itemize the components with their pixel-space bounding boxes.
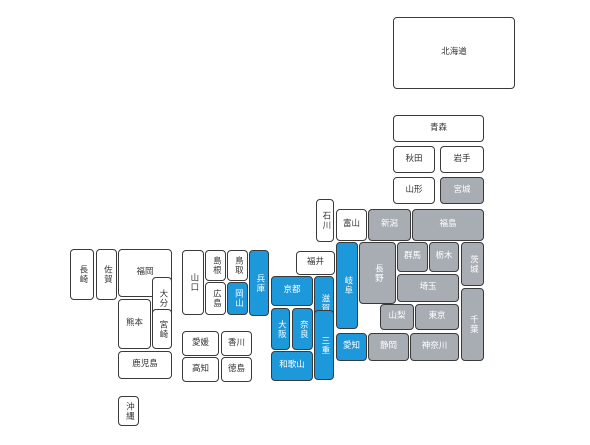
prefecture-iwate[interactable]: 岩手 — [440, 146, 484, 173]
prefecture-nara[interactable]: 奈良 — [292, 308, 313, 350]
prefecture-label: 山形 — [405, 184, 423, 195]
prefecture-label: 宮崎 — [157, 319, 168, 339]
prefecture-osaka[interactable]: 大阪 — [271, 308, 290, 350]
prefecture-miyazaki[interactable]: 宮崎 — [152, 309, 172, 349]
prefecture-nagano[interactable]: 長野 — [359, 242, 396, 304]
prefecture-okayama[interactable]: 岡山 — [227, 282, 248, 315]
prefecture-label: 福井 — [306, 257, 324, 268]
prefecture-label: 北海道 — [441, 47, 467, 58]
prefecture-label: 新潟 — [380, 219, 398, 230]
prefecture-label: 山口 — [188, 273, 199, 292]
prefecture-label: 滋賀 — [319, 293, 330, 313]
prefecture-kagawa[interactable]: 香川 — [221, 331, 252, 356]
prefecture-label: 高知 — [191, 363, 209, 374]
prefecture-label: 長野 — [373, 263, 384, 283]
prefecture-okinawa[interactable]: 沖縄 — [118, 396, 139, 426]
prefecture-niigata[interactable]: 新潟 — [368, 209, 411, 241]
prefecture-label: 大分 — [157, 288, 168, 308]
prefecture-nagasaki[interactable]: 長崎 — [70, 249, 94, 300]
prefecture-label: 岐阜 — [342, 276, 353, 295]
prefecture-label: 岡山 — [233, 289, 244, 308]
prefecture-label: 石川 — [320, 211, 331, 230]
prefecture-saitama[interactable]: 埼玉 — [397, 274, 459, 302]
prefecture-label: 鹿児島 — [132, 359, 158, 370]
prefecture-toyama[interactable]: 富山 — [336, 209, 367, 241]
prefecture-aichi[interactable]: 愛知 — [336, 333, 367, 361]
prefecture-label: 福島 — [439, 219, 457, 230]
prefecture-label: 香川 — [227, 337, 245, 348]
prefecture-label: 栃木 — [435, 251, 453, 262]
prefecture-mie[interactable]: 三重 — [314, 310, 334, 380]
prefecture-tokushima[interactable]: 徳島 — [221, 357, 252, 382]
prefecture-akita[interactable]: 秋田 — [393, 146, 435, 173]
prefecture-label: 熊本 — [125, 318, 143, 329]
prefecture-label: 島根 — [211, 256, 222, 275]
prefecture-yamanashi[interactable]: 山梨 — [380, 304, 414, 330]
prefecture-kyoto[interactable]: 京都 — [271, 276, 313, 306]
prefecture-label: 福岡 — [136, 267, 154, 278]
prefecture-label: 鳥取 — [233, 256, 244, 275]
prefecture-hyogo[interactable]: 兵庫 — [249, 250, 269, 316]
prefecture-label: 佐賀 — [102, 265, 113, 284]
prefecture-tottori[interactable]: 鳥取 — [227, 250, 248, 281]
prefecture-saga[interactable]: 佐賀 — [96, 249, 117, 300]
prefecture-tochigi[interactable]: 栃木 — [429, 242, 459, 272]
prefecture-label: 静岡 — [379, 341, 397, 352]
prefecture-hokkaido[interactable]: 北海道 — [393, 17, 515, 89]
prefecture-gunma[interactable]: 群馬 — [397, 242, 428, 272]
prefecture-label: 長崎 — [77, 265, 88, 284]
prefecture-label: 神奈川 — [421, 341, 448, 352]
prefecture-label: 沖縄 — [124, 401, 135, 421]
prefecture-label: 群馬 — [403, 251, 421, 262]
prefecture-label: 三重 — [319, 335, 330, 355]
prefecture-label: 大阪 — [276, 319, 287, 339]
prefecture-label: 奈良 — [298, 319, 309, 339]
prefecture-yamagata[interactable]: 山形 — [393, 177, 435, 204]
prefecture-kanagawa[interactable]: 神奈川 — [410, 333, 459, 361]
prefecture-label: 埼玉 — [419, 282, 437, 293]
prefecture-gifu[interactable]: 岐阜 — [336, 242, 358, 329]
prefecture-label: 愛媛 — [191, 337, 209, 348]
prefecture-ishikawa[interactable]: 石川 — [316, 199, 334, 242]
prefecture-label: 東京 — [428, 311, 446, 322]
prefecture-shimane[interactable]: 島根 — [205, 250, 226, 281]
prefecture-label: 岩手 — [453, 153, 471, 164]
prefecture-kochi[interactable]: 高知 — [182, 357, 219, 382]
prefecture-kagoshima[interactable]: 鹿児島 — [118, 351, 172, 379]
prefecture-label: 山梨 — [388, 311, 406, 322]
prefecture-label: 千葉 — [468, 315, 479, 334]
prefecture-ehime[interactable]: 愛媛 — [182, 331, 219, 356]
prefecture-label: 愛知 — [342, 341, 360, 352]
prefecture-label: 徳島 — [227, 363, 245, 374]
prefecture-label: 兵庫 — [254, 273, 265, 293]
prefecture-tokyo[interactable]: 東京 — [415, 304, 459, 330]
prefecture-label: 秋田 — [405, 153, 423, 164]
prefecture-ibaraki[interactable]: 茨城 — [461, 242, 484, 286]
prefecture-oita[interactable]: 大分 — [152, 277, 172, 319]
prefecture-label: 宮城 — [453, 184, 471, 195]
prefecture-label: 和歌山 — [279, 360, 305, 371]
prefecture-label: 青森 — [429, 122, 447, 133]
prefecture-label: 京都 — [283, 285, 301, 296]
prefecture-wakayama[interactable]: 和歌山 — [271, 351, 313, 381]
prefecture-fukui[interactable]: 福井 — [296, 251, 335, 275]
prefecture-aomori[interactable]: 青森 — [393, 115, 484, 142]
prefecture-kumamoto[interactable]: 熊本 — [118, 299, 151, 349]
prefecture-label: 広島 — [211, 289, 222, 308]
prefecture-label: 茨城 — [468, 254, 479, 274]
prefecture-label: 富山 — [342, 219, 360, 230]
prefecture-chiba[interactable]: 千葉 — [461, 288, 484, 361]
prefecture-yamaguchi[interactable]: 山口 — [182, 250, 204, 315]
prefecture-shizuoka[interactable]: 静岡 — [368, 333, 409, 361]
prefecture-fukushima[interactable]: 福島 — [412, 209, 484, 241]
prefecture-hiroshima[interactable]: 広島 — [205, 282, 226, 315]
prefecture-miyagi[interactable]: 宮城 — [440, 177, 484, 204]
